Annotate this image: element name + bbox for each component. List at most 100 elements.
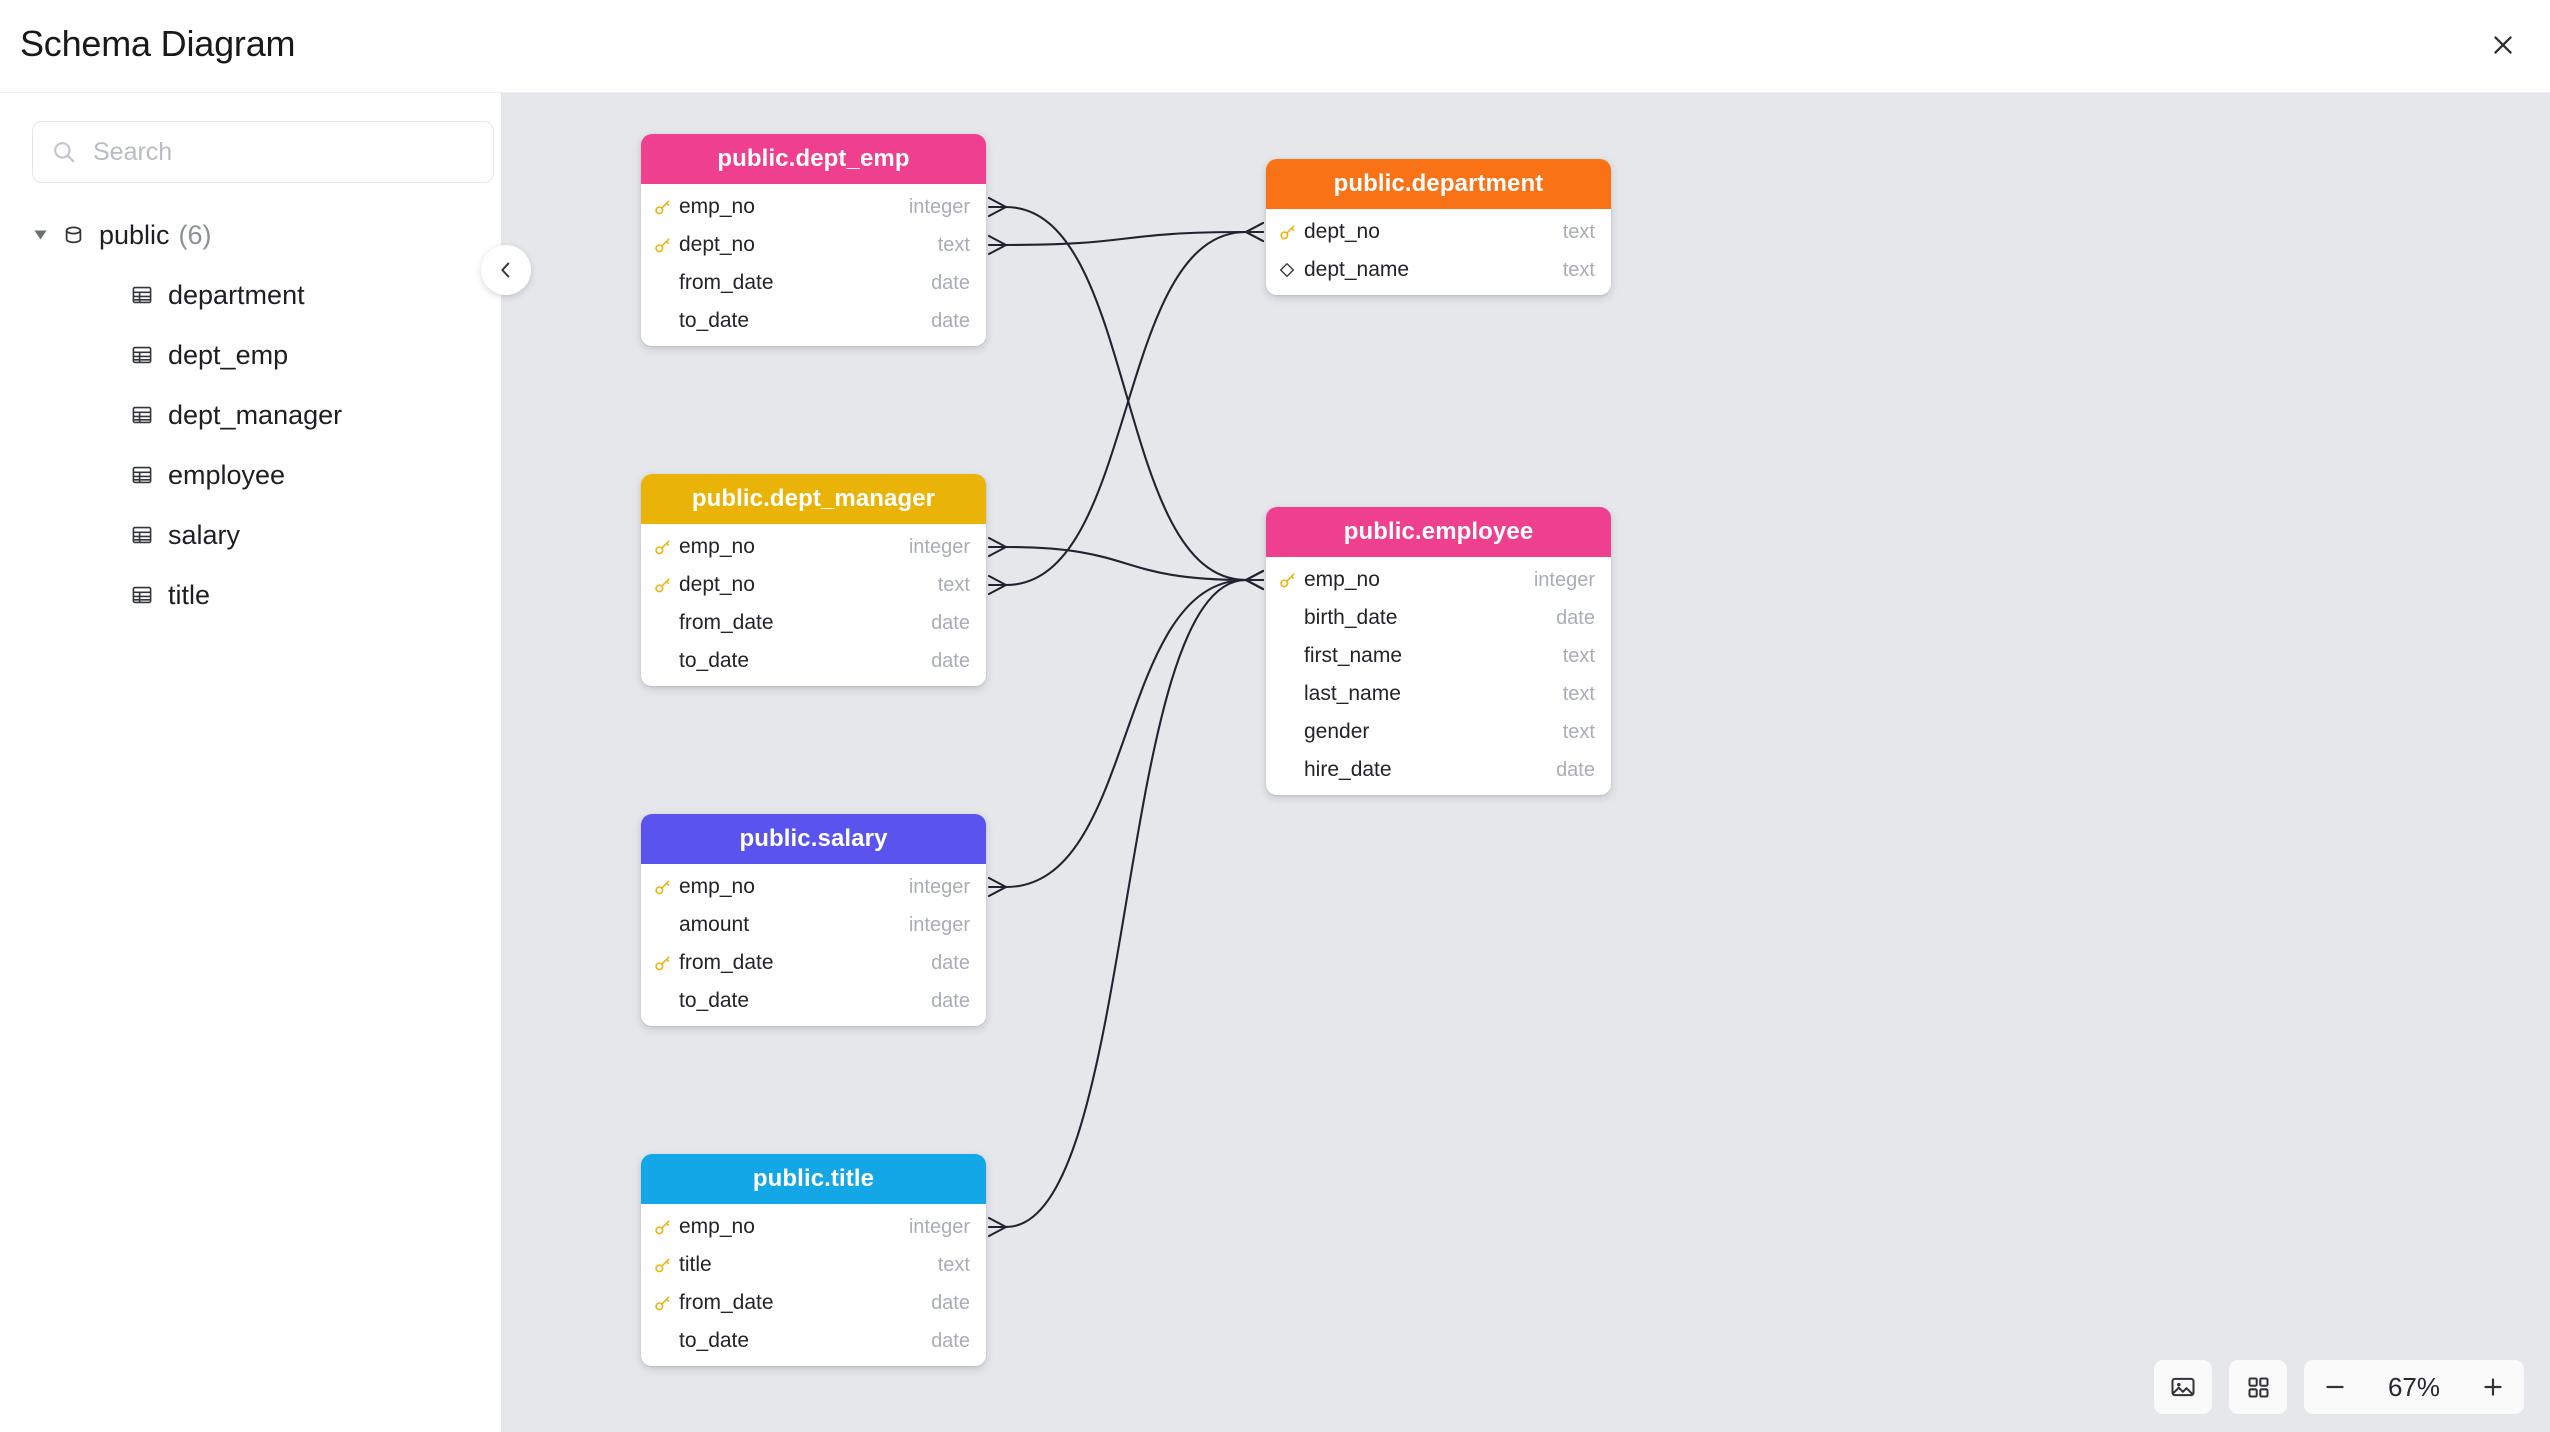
column-type: date bbox=[1556, 606, 1595, 629]
sidebar-item-label: dept_manager bbox=[168, 399, 343, 430]
column-icon bbox=[653, 878, 679, 897]
tree-schema-public[interactable]: public (6) bbox=[0, 205, 502, 265]
crowfoot-source-salary bbox=[987, 876, 1008, 898]
table-icon bbox=[130, 463, 154, 487]
schema-name: public bbox=[99, 219, 170, 250]
column-icon bbox=[653, 1218, 679, 1237]
column-type: integer bbox=[908, 913, 970, 936]
zoom-out-button[interactable] bbox=[2304, 1360, 2366, 1414]
column-name: from_date bbox=[679, 1291, 774, 1314]
close-button[interactable] bbox=[2472, 14, 2534, 76]
schema-tree: public (6) department bbox=[0, 205, 502, 625]
zoom-level-label[interactable]: 67% bbox=[2387, 1371, 2441, 1402]
column-type: integer bbox=[908, 535, 970, 558]
sidebar-item-label: salary bbox=[168, 519, 241, 550]
column-type: integer bbox=[908, 875, 970, 898]
export-image-button[interactable] bbox=[2154, 1360, 2212, 1414]
key-icon bbox=[655, 577, 670, 592]
sidebar-item-dept_emp[interactable]: dept_emp bbox=[0, 325, 502, 385]
column-name: dept_no bbox=[1304, 220, 1380, 243]
table-icon bbox=[130, 583, 154, 607]
table-node-title: public.salary bbox=[641, 814, 986, 864]
table-icon bbox=[130, 343, 154, 367]
edge-title-employee bbox=[1005, 578, 1247, 1229]
column-row[interactable]: dept_no text bbox=[1266, 213, 1611, 251]
column-name: dept_name bbox=[1304, 258, 1410, 281]
column-name: title bbox=[679, 1253, 712, 1276]
column-type: text bbox=[1562, 220, 1595, 243]
sidebar-item-title[interactable]: title bbox=[0, 565, 502, 625]
crowfoot-source-title bbox=[987, 1216, 1008, 1238]
column-icon bbox=[653, 954, 679, 973]
chevron-down-icon[interactable] bbox=[34, 230, 47, 240]
page-title: Schema Diagram bbox=[20, 23, 296, 64]
edge-dept_emp-employee bbox=[1005, 205, 1247, 582]
key-icon bbox=[655, 1219, 670, 1234]
table-node-title: public.department bbox=[1266, 159, 1611, 209]
column-name: hire_date bbox=[1304, 758, 1392, 781]
schema-count: (6) bbox=[178, 219, 212, 250]
sidebar-item-employee[interactable]: employee bbox=[0, 445, 502, 505]
column-type: integer bbox=[908, 1215, 970, 1238]
sidebar-item-department[interactable]: department bbox=[0, 265, 502, 325]
sidebar-item-salary[interactable]: salary bbox=[0, 505, 502, 565]
column-type: date bbox=[931, 1329, 970, 1352]
grid-icon bbox=[2247, 1376, 2269, 1398]
key-icon bbox=[655, 199, 670, 214]
search-box[interactable] bbox=[32, 121, 494, 183]
key-icon bbox=[655, 1257, 670, 1272]
key-icon bbox=[655, 1295, 670, 1310]
column-type: date bbox=[931, 649, 970, 672]
collapse-sidebar-button[interactable] bbox=[481, 245, 531, 295]
column-type: date bbox=[931, 309, 970, 332]
key-icon bbox=[655, 955, 670, 970]
layout-button[interactable] bbox=[2229, 1360, 2287, 1414]
table-node-title: public.title bbox=[641, 1154, 986, 1204]
column-icon bbox=[1278, 571, 1304, 590]
column-name: from_date bbox=[679, 271, 774, 294]
sidebar-item-dept_manager[interactable]: dept_manager bbox=[0, 385, 502, 445]
column-icon bbox=[653, 576, 679, 595]
minus-icon bbox=[2326, 1385, 2344, 1389]
edge-dept_emp-department bbox=[1005, 230, 1247, 247]
table-icon bbox=[130, 403, 154, 427]
column-icon bbox=[653, 1256, 679, 1275]
column-type: integer bbox=[908, 195, 970, 218]
search-input[interactable] bbox=[91, 136, 475, 168]
column-name: emp_no bbox=[679, 1215, 755, 1238]
sidebar-item-label: employee bbox=[168, 459, 286, 490]
column-icon bbox=[653, 538, 679, 557]
zoom-in-button[interactable] bbox=[2462, 1360, 2524, 1414]
column-row[interactable]: emp_no integer bbox=[641, 1208, 986, 1246]
